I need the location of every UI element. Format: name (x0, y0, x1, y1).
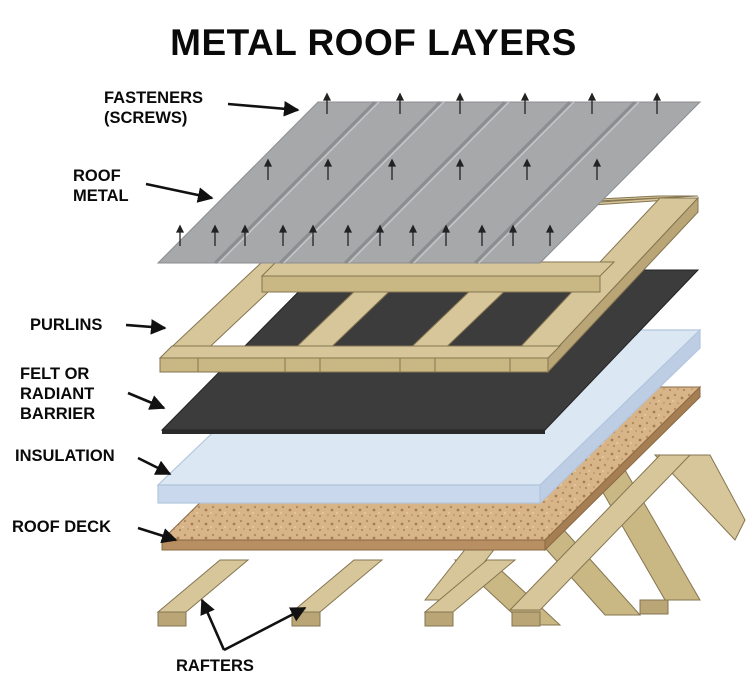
label-line: METAL (73, 187, 129, 205)
rafter-diag (653, 454, 746, 541)
arrow-purlins (125, 319, 167, 335)
purlin-cross-face (261, 275, 601, 293)
label-insulation: INSULATION (15, 446, 115, 466)
label-rafters: RAFTERS (176, 656, 254, 676)
roof-metal-layer (156, 100, 702, 265)
roof-deck-side-edge (544, 385, 701, 552)
label-line: INSULATION (15, 447, 115, 465)
diagram-title: METAL ROOF LAYERS (170, 22, 577, 63)
label-line: RADIANT (20, 385, 95, 403)
screw-icon (592, 158, 602, 180)
purlins-layer (158, 195, 700, 374)
purlin-front-top (158, 345, 562, 359)
label-roof-metal: ROOF METAL (73, 166, 129, 206)
screw-icon (508, 224, 518, 246)
roof-metal-ribs (213, 100, 637, 265)
screw-icon (408, 224, 418, 246)
felt-front-edge (162, 430, 545, 434)
purlin-cross (260, 261, 616, 277)
insulation-side-edge (539, 328, 701, 505)
label-purlins: PURLINS (30, 315, 102, 335)
screw-icon (477, 224, 487, 246)
rafter-front-end (291, 611, 321, 627)
arrow-roof-deck (137, 526, 178, 544)
screw-icon (322, 92, 332, 114)
label-line: (SCREWS) (104, 109, 188, 127)
screw-icon (387, 158, 397, 180)
fasteners (175, 92, 662, 246)
screw-icon (520, 92, 530, 114)
screw-icon (210, 224, 220, 246)
label-line: FASTENERS (104, 89, 204, 107)
screw-icon (308, 224, 318, 246)
rafter-front (290, 559, 384, 613)
label-line: RAFTERS (176, 657, 254, 675)
rafter-diag (508, 454, 692, 611)
roof-metal-rib-highlights (218, 101, 640, 264)
arrow-insulation (137, 456, 172, 476)
purlin-front-face (159, 357, 549, 373)
label-felt: FELT OR RADIANT BARRIER (20, 364, 95, 424)
rafter-front-end (511, 611, 541, 627)
label-line: FELT OR (20, 365, 90, 383)
screw-icon (455, 158, 465, 180)
label-line: ROOF DECK (12, 518, 111, 536)
arrow-fasteners (227, 101, 300, 117)
screw-icon (375, 224, 385, 246)
screw-icon (263, 158, 273, 180)
arrow-roof-metal (145, 182, 214, 203)
arrow-felt (127, 391, 166, 410)
rafter-front-end (639, 599, 669, 615)
screw-icon (278, 224, 288, 246)
roof-deck-front-edge (161, 539, 546, 551)
screw-icon (455, 92, 465, 114)
screw-icon (545, 224, 555, 246)
screw-icon (652, 92, 662, 114)
screw-icon (175, 224, 185, 246)
arrow-rafters-left (200, 598, 226, 651)
screw-icon (343, 224, 353, 246)
screw-icon (522, 158, 532, 180)
label-line: BARRIER (20, 405, 96, 423)
arrow-rafters-right (223, 606, 307, 652)
label-roof-deck: ROOF DECK (12, 517, 111, 537)
label-line: ROOF (73, 167, 121, 185)
label-line: PURLINS (30, 316, 103, 334)
screw-icon (240, 224, 250, 246)
callout-arrows (125, 101, 307, 652)
label-fasteners: FASTENERS (SCREWS) (104, 88, 203, 128)
screw-icon (323, 158, 333, 180)
rafter-front-end (424, 611, 454, 627)
insulation-front-edge (157, 484, 541, 504)
rafter-front-end (157, 611, 187, 627)
screw-icon (441, 224, 451, 246)
screw-icon (587, 92, 597, 114)
screw-icon (395, 92, 405, 114)
